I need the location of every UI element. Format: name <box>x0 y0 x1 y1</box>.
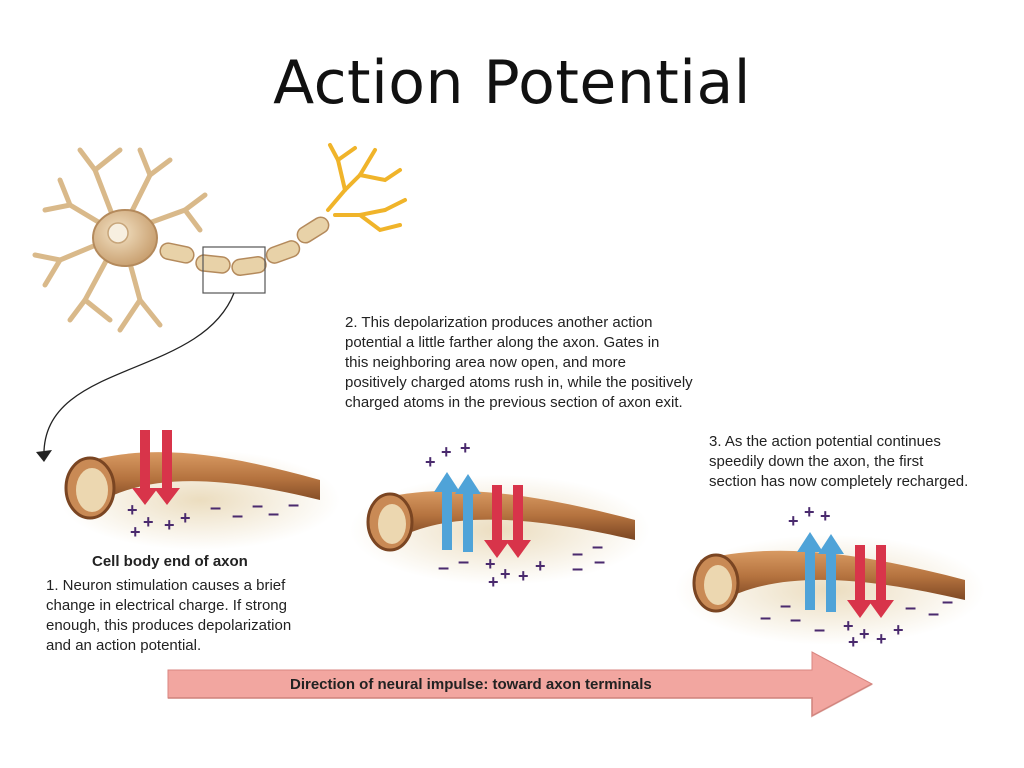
efflux-arrows-3 <box>797 532 844 612</box>
zoom-connector-arrow <box>43 292 235 459</box>
efflux-arrows-2 <box>434 472 481 552</box>
plus-sign: + <box>876 629 887 649</box>
plus-sign: + <box>859 624 870 644</box>
axon-terminals <box>326 143 407 233</box>
plus-sign: + <box>127 500 138 520</box>
plus-sign: + <box>848 632 859 652</box>
plus-sign: + <box>500 564 511 584</box>
step-1-caption: 1. Neuron stimulation causes a brief cha… <box>46 577 291 654</box>
minus-sign: – <box>572 543 583 565</box>
axon-segment-2: + + + – – + + + + + – – – – <box>350 438 650 592</box>
caption-line: and an action potential. <box>46 637 201 654</box>
caption-line: speedily down the axon, the first <box>709 453 924 470</box>
plus-sign: + <box>425 452 436 472</box>
caption-line: potential a little farther along the axo… <box>345 334 659 351</box>
axon-segment-1: + + + + + – – – – – <box>60 430 340 550</box>
minus-sign: – <box>592 536 603 558</box>
plus-sign: + <box>485 554 496 574</box>
plus-sign: + <box>130 522 141 542</box>
plus-sign: + <box>843 616 854 636</box>
minus-sign: – <box>268 503 279 525</box>
plus-sign: + <box>518 566 529 586</box>
minus-sign: – <box>232 505 243 527</box>
caption-line: 2. This depolarization produces another … <box>345 314 652 331</box>
minus-sign: – <box>790 609 801 631</box>
charges-3: + + + – – – – + + + + + – – – <box>760 502 953 652</box>
caption-line: charged atoms in the previous section of… <box>345 394 683 411</box>
influx-arrows-2 <box>484 485 531 558</box>
plus-sign: + <box>535 556 546 576</box>
direction-arrow: Direction of neural impulse: toward axon… <box>167 651 874 718</box>
plus-sign: + <box>164 515 175 535</box>
minus-sign: – <box>210 497 221 519</box>
minus-sign: – <box>814 619 825 641</box>
minus-sign: – <box>594 551 605 573</box>
caption-line: 1. Neuron stimulation causes a brief <box>46 577 286 594</box>
minus-sign: – <box>252 495 263 517</box>
caption-line: positively charged atoms rush in, while … <box>345 374 693 391</box>
step-3-caption: 3. As the action potential continues spe… <box>709 433 968 490</box>
caption-line: section has now completely recharged. <box>709 473 968 490</box>
caption-line: change in electrical charge. If strong <box>46 597 287 614</box>
nucleus <box>107 222 129 244</box>
direction-label: Direction of neural impulse: toward axon… <box>290 676 652 693</box>
plus-sign: + <box>180 508 191 528</box>
plus-sign: + <box>788 511 799 531</box>
minus-sign: – <box>572 558 583 580</box>
plus-sign: + <box>143 512 154 532</box>
charges-1: + + + + + – – – – – <box>127 494 299 542</box>
plus-sign: + <box>893 620 904 640</box>
minus-sign: – <box>905 597 916 619</box>
minus-sign: – <box>438 557 449 579</box>
minus-sign: – <box>928 603 939 625</box>
influx-arrows-3 <box>847 545 894 618</box>
step-2-caption: 2. This depolarization produces another … <box>345 314 693 411</box>
cell-body-end-label: Cell body end of axon <box>92 553 248 570</box>
neuron-illustration <box>32 143 407 462</box>
myelinated-axon <box>159 216 330 277</box>
plus-sign: + <box>820 506 831 526</box>
plus-sign: + <box>804 502 815 522</box>
caption-line: 3. As the action potential continues <box>709 433 941 450</box>
minus-sign: – <box>780 595 791 617</box>
minus-sign: – <box>458 551 469 573</box>
charges-2: + + + – – + + + + + – – – – <box>425 438 605 592</box>
minus-sign: – <box>288 494 299 516</box>
axon-segment-3: + + + – – – – + + + + + – – – <box>675 502 985 652</box>
page-title: Action Potential <box>273 48 751 118</box>
minus-sign: – <box>942 591 953 613</box>
minus-sign: – <box>760 607 771 629</box>
plus-sign: + <box>441 442 452 462</box>
plus-sign: + <box>488 572 499 592</box>
caption-line: this neighboring area now open, and more <box>345 354 626 371</box>
plus-sign: + <box>460 438 471 458</box>
zoom-connector-arrowhead <box>36 450 52 462</box>
influx-arrows-1 <box>132 430 180 505</box>
caption-line: enough, this produces depolarization <box>46 617 291 634</box>
